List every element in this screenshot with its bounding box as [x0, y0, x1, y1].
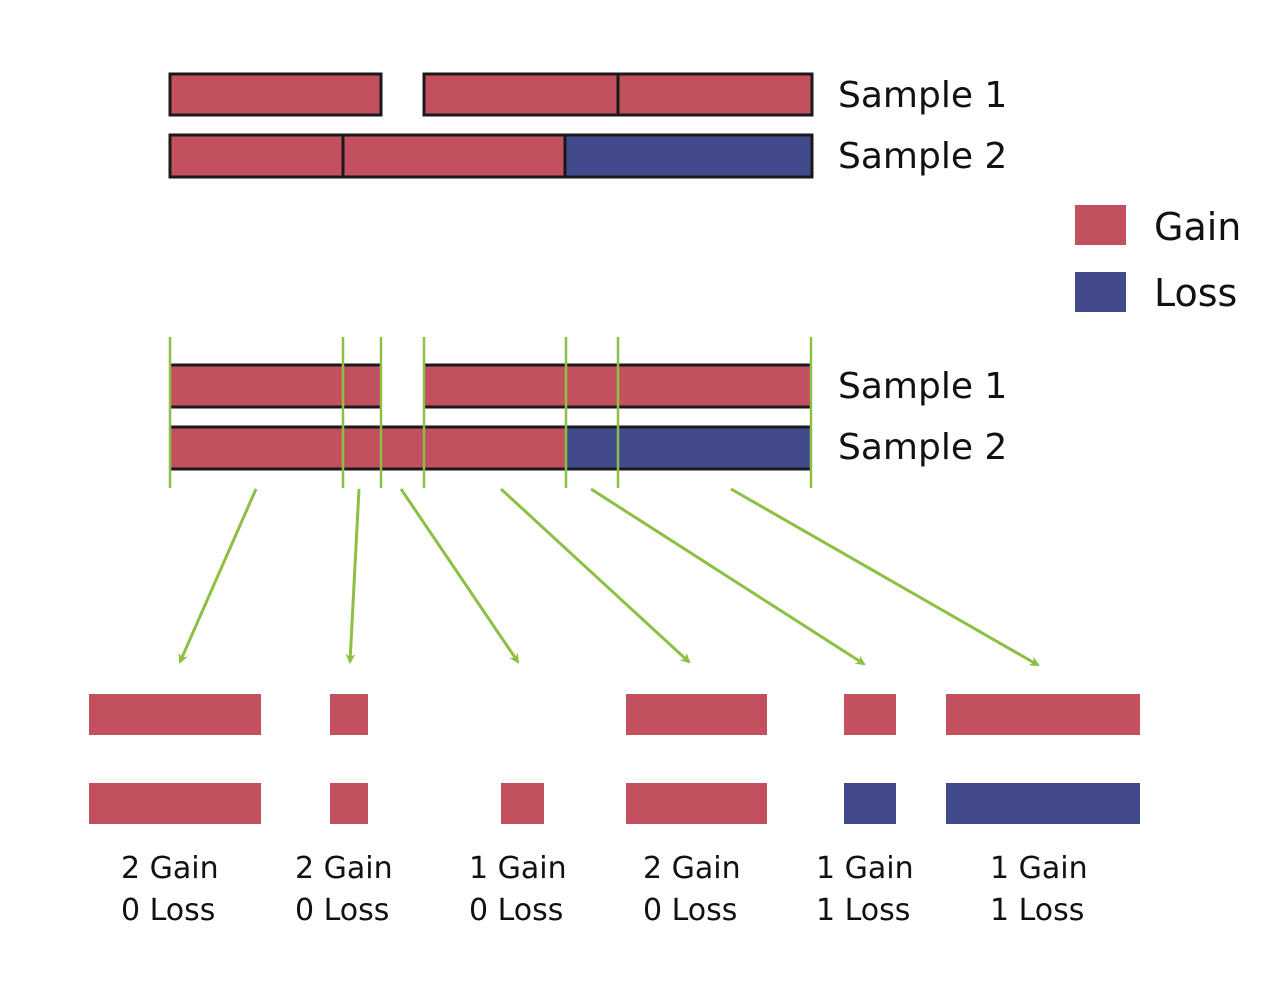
legend: Gain Loss	[1075, 205, 1241, 315]
top-sample1-gain-segment	[168, 72, 383, 117]
legend-gain-swatch	[1075, 205, 1126, 245]
segment-arrow	[499, 487, 691, 664]
segment-sample1-gain	[330, 694, 368, 735]
segment-gain-count: 2 Gain	[295, 851, 393, 886]
top-sample1-gain-segment	[616, 72, 814, 117]
segment-gain-count: 1 Gain	[990, 851, 1088, 886]
segment-gain-count: 2 Gain	[121, 851, 219, 886]
segment-result: 2 Gain 0 Loss	[626, 694, 767, 928]
mid-sample1-label: Sample 1	[838, 366, 1007, 407]
segment-result: 2 Gain 0 Loss	[89, 694, 261, 928]
segment-sample2-gain	[330, 783, 368, 824]
segment-sample2-loss	[946, 783, 1140, 824]
segment-sample2-gain	[89, 783, 261, 824]
mid-sample2-outline	[170, 425, 812, 471]
segment-result: 1 Gain 0 Loss	[469, 783, 567, 928]
segment-sample1-gain	[89, 694, 261, 735]
segment-arrow	[399, 488, 520, 664]
segment-sample1-gain	[626, 694, 767, 735]
legend-loss-label: Loss	[1154, 271, 1237, 315]
segment-gain-count: 1 Gain	[816, 851, 914, 886]
segment-sample2-gain	[626, 783, 767, 824]
segment-gain-count: 1 Gain	[469, 851, 567, 886]
legend-loss-swatch	[1075, 272, 1126, 312]
segment-result: 1 Gain 1 Loss	[816, 694, 914, 928]
arrows	[178, 487, 1040, 667]
top-panel: Sample 1 Sample 2	[168, 72, 1007, 179]
mid-sample2-loss-segment	[565, 427, 812, 469]
segment-arrow	[345, 488, 361, 664]
segment-loss-count: 0 Loss	[295, 893, 389, 928]
segment-loss-count: 1 Loss	[990, 893, 1084, 928]
top-sample1-label: Sample 1	[838, 75, 1007, 116]
segment-sample2-loss	[844, 783, 896, 824]
top-sample1-gain-segment	[422, 72, 620, 117]
segment-sample1-gain	[946, 694, 1140, 735]
mid-sample1-gain-segment	[170, 365, 380, 407]
segment-loss-count: 0 Loss	[469, 893, 563, 928]
segment-loss-count: 1 Loss	[816, 893, 910, 928]
breakpoint-lines	[168, 337, 813, 488]
top-sample2-gain-segment	[168, 133, 345, 179]
segment-arrow	[730, 487, 1040, 667]
segment-result: 1 Gain 1 Loss	[946, 694, 1140, 928]
segment-sample1-gain	[844, 694, 896, 735]
segment-arrow	[178, 488, 258, 664]
segment-loss-count: 0 Loss	[643, 893, 737, 928]
mid-sample2-label: Sample 2	[838, 427, 1007, 468]
middle-panel: Sample 1 Sample 2	[168, 337, 1007, 488]
top-sample2-label: Sample 2	[838, 136, 1007, 177]
segment-sample2-gain	[501, 783, 544, 824]
segment-result: 2 Gain 0 Loss	[295, 694, 393, 928]
segment-results: 2 Gain 0 Loss 2 Gain 0 Loss 1 Gain 0 Los…	[89, 694, 1140, 928]
top-sample2-gain-segment	[341, 133, 567, 179]
top-sample2-loss-segment	[563, 133, 814, 179]
segment-loss-count: 0 Loss	[121, 893, 215, 928]
segment-arrow	[590, 487, 866, 666]
legend-gain-label: Gain	[1154, 205, 1241, 249]
segment-gain-count: 2 Gain	[643, 851, 741, 886]
mid-sample2-gain-segment	[170, 427, 565, 469]
